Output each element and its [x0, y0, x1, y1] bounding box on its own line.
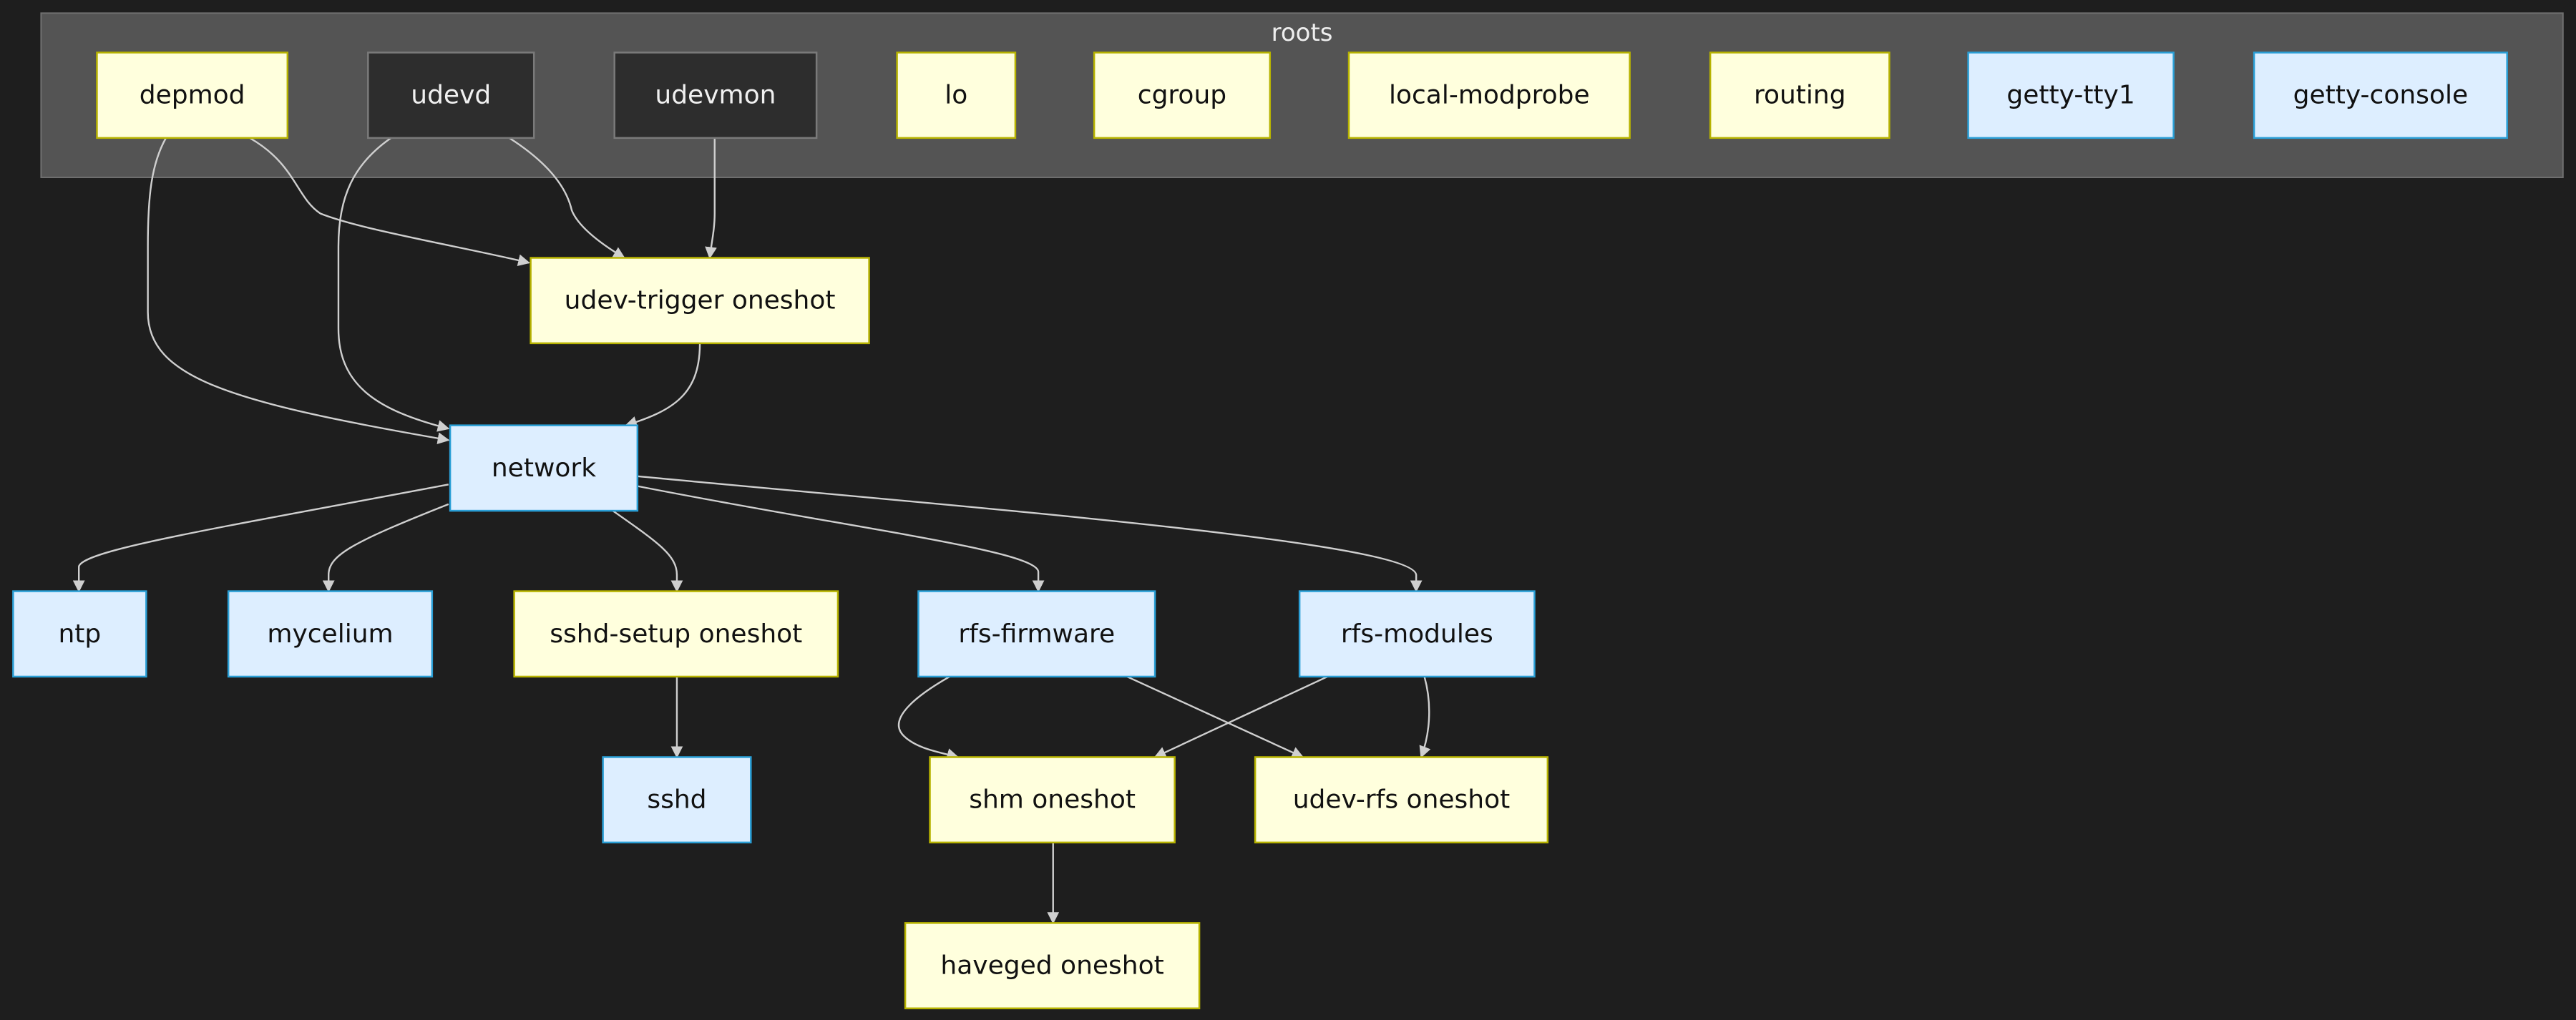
node-label-ntp: ntp [58, 619, 101, 649]
node-box-local-modprobe [1347, 52, 1631, 139]
edge-udevd-to-udev-trigger [509, 138, 627, 258]
node-rfs-firmware: rfs-firmware [917, 590, 1156, 678]
edge-network-to-rfs-firmware [638, 486, 1053, 594]
node-label-routing: routing [1754, 81, 1846, 110]
node-box-routing [1709, 52, 1890, 139]
node-box-getty-console [2253, 52, 2508, 139]
node-label-rfs-firmware: rfs-firmware [958, 619, 1115, 649]
edge-rfs-modules-to-shm [1152, 677, 1327, 760]
edge-network-to-rfs-modules [638, 476, 1430, 594]
edge-network-to-ntp [64, 484, 449, 594]
node-udevmon: udevmon [613, 52, 818, 139]
node-sshd: sshd [602, 756, 752, 844]
edge-rfs-firmware-to-shm [899, 677, 961, 764]
node-box-shm [929, 756, 1176, 844]
edge-rfs-modules-to-udev-rfs [1417, 677, 1443, 760]
node-mycelium: mycelium [227, 590, 434, 678]
node-lo: lo [896, 52, 1017, 139]
node-shm: shm oneshot [929, 756, 1176, 844]
node-label-udev-rfs: udev-rfs oneshot [1293, 785, 1511, 815]
edge-network-to-sshd-setup [613, 511, 691, 594]
node-ntp: ntp [12, 590, 147, 678]
node-haveged: haveged oneshot [904, 922, 1201, 1009]
edge-udev-trigger-to-network [623, 343, 700, 431]
node-label-rfs-modules: rfs-modules [1341, 619, 1493, 649]
node-label-sshd-setup: sshd-setup oneshot [550, 619, 802, 649]
node-rfs-modules: rfs-modules [1298, 590, 1536, 678]
node-label-cgroup: cgroup [1138, 81, 1226, 110]
node-label-local-modprobe: local-modprobe [1389, 81, 1590, 110]
node-label-udevmon: udevmon [655, 81, 776, 110]
node-udevd: udevd [367, 52, 535, 139]
node-network: network [449, 424, 639, 512]
node-box-sshd-setup [513, 590, 839, 678]
node-box-network [449, 424, 639, 512]
node-label-mycelium: mycelium [267, 619, 393, 649]
node-label-haveged: haveged oneshot [940, 951, 1163, 981]
edge-depmod-to-network [148, 138, 452, 450]
node-box-rfs-modules [1298, 590, 1536, 678]
edge-rfs-firmware-to-udev-rfs [1127, 677, 1306, 760]
node-box-lo [896, 52, 1017, 139]
node-label-udev-trigger: udev-trigger oneshot [565, 286, 836, 315]
node-local-modprobe: local-modprobe [1347, 52, 1631, 139]
edge-network-to-mycelium [314, 504, 449, 594]
node-udev-rfs: udev-rfs oneshot [1254, 756, 1549, 844]
node-box-mycelium [227, 590, 434, 678]
node-box-udev-rfs [1254, 756, 1549, 844]
node-box-udev-trigger [530, 257, 870, 345]
node-box-udevmon [613, 52, 818, 139]
edge-depmod-to-udev-trigger [250, 138, 532, 271]
node-label-udevd: udevd [411, 81, 491, 110]
node-box-depmod [96, 52, 289, 139]
node-box-haveged [904, 922, 1201, 1009]
node-box-getty-tty1 [1967, 52, 2175, 139]
edge-udevd-to-network [338, 138, 452, 436]
node-box-ntp [12, 590, 147, 678]
node-box-udevd [367, 52, 535, 139]
node-udev-trigger: udev-trigger oneshot [530, 257, 870, 345]
edge-layer [64, 138, 1443, 926]
roots-group-label: roots [1272, 19, 1333, 47]
node-label-shm: shm oneshot [969, 785, 1136, 815]
node-routing: routing [1709, 52, 1890, 139]
node-getty-tty1: getty-tty1 [1967, 52, 2175, 139]
node-label-depmod: depmod [140, 81, 245, 110]
node-label-network: network [492, 453, 596, 483]
node-label-getty-console: getty-console [2293, 81, 2468, 110]
node-label-sshd: sshd [647, 785, 706, 815]
node-layer: depmod udevd udevmon lo cgroup local-modprobe… [12, 52, 2508, 1009]
node-label-lo: lo [945, 81, 967, 110]
node-sshd-setup: sshd-setup oneshot [513, 590, 839, 678]
edge-udevmon-to-udev-trigger [698, 138, 726, 261]
node-label-getty-tty1: getty-tty1 [2006, 81, 2135, 110]
node-box-sshd [602, 756, 752, 844]
node-box-cgroup [1093, 52, 1272, 139]
node-getty-console: getty-console [2253, 52, 2508, 139]
node-depmod: depmod [96, 52, 289, 139]
node-box-rfs-firmware [917, 590, 1156, 678]
node-cgroup: cgroup [1093, 52, 1272, 139]
